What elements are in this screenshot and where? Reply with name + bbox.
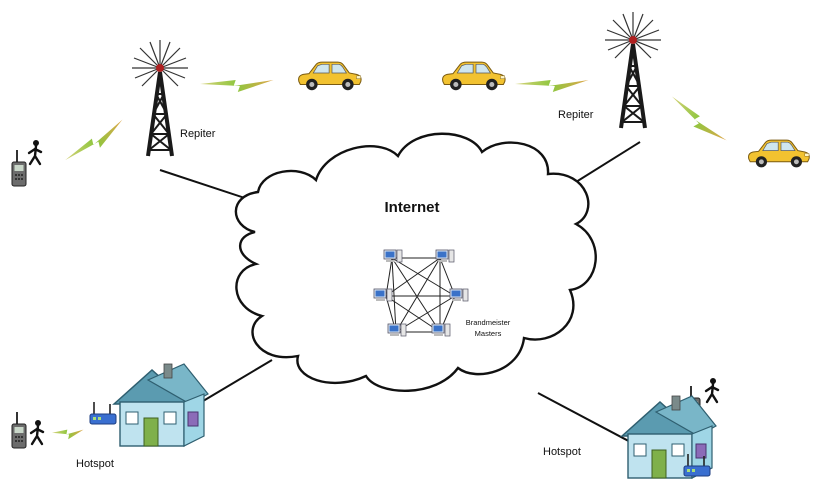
- house-icon: [113, 363, 209, 447]
- signal-bolt-icon: [200, 80, 274, 92]
- brandmeister-label: Brandmeister: [466, 318, 511, 327]
- person-icon: [27, 138, 43, 166]
- signal-bolt-icon: [515, 80, 589, 92]
- link-hotspot-right: [537, 392, 639, 447]
- repeater-right-label: Repiter: [558, 109, 594, 121]
- hotspot-right-label: Hotspot: [543, 446, 581, 458]
- signal-bolt-icon: [666, 93, 727, 150]
- master-server-icon: [449, 288, 469, 302]
- master-server-icon: [435, 249, 455, 263]
- car-icon: [298, 61, 362, 91]
- car-icon: [748, 139, 810, 168]
- internet-label: Internet: [384, 199, 439, 216]
- masters-label: Masters: [475, 329, 502, 338]
- hotspot-left-label: Hotspot: [76, 458, 114, 470]
- master-server-icon: [387, 323, 407, 337]
- signal-bolt-icon: [52, 429, 84, 440]
- handheld-radio-icon: [11, 411, 27, 449]
- repeater-tower-icon: [603, 10, 663, 130]
- master-server-icon: [373, 288, 393, 302]
- master-server-icon: [383, 249, 403, 263]
- internet-cloud: [234, 132, 597, 392]
- brandmeister-mesh: [373, 249, 469, 337]
- car-icon: [442, 61, 506, 91]
- hotspot-router-icon: [89, 401, 117, 425]
- person-icon: [704, 376, 720, 404]
- master-server-icon: [431, 323, 451, 337]
- repeater-left-label: Repiter: [180, 128, 216, 140]
- handheld-radio-icon: [11, 149, 27, 187]
- person-icon: [29, 418, 45, 446]
- signal-bolt-icon: [63, 119, 129, 167]
